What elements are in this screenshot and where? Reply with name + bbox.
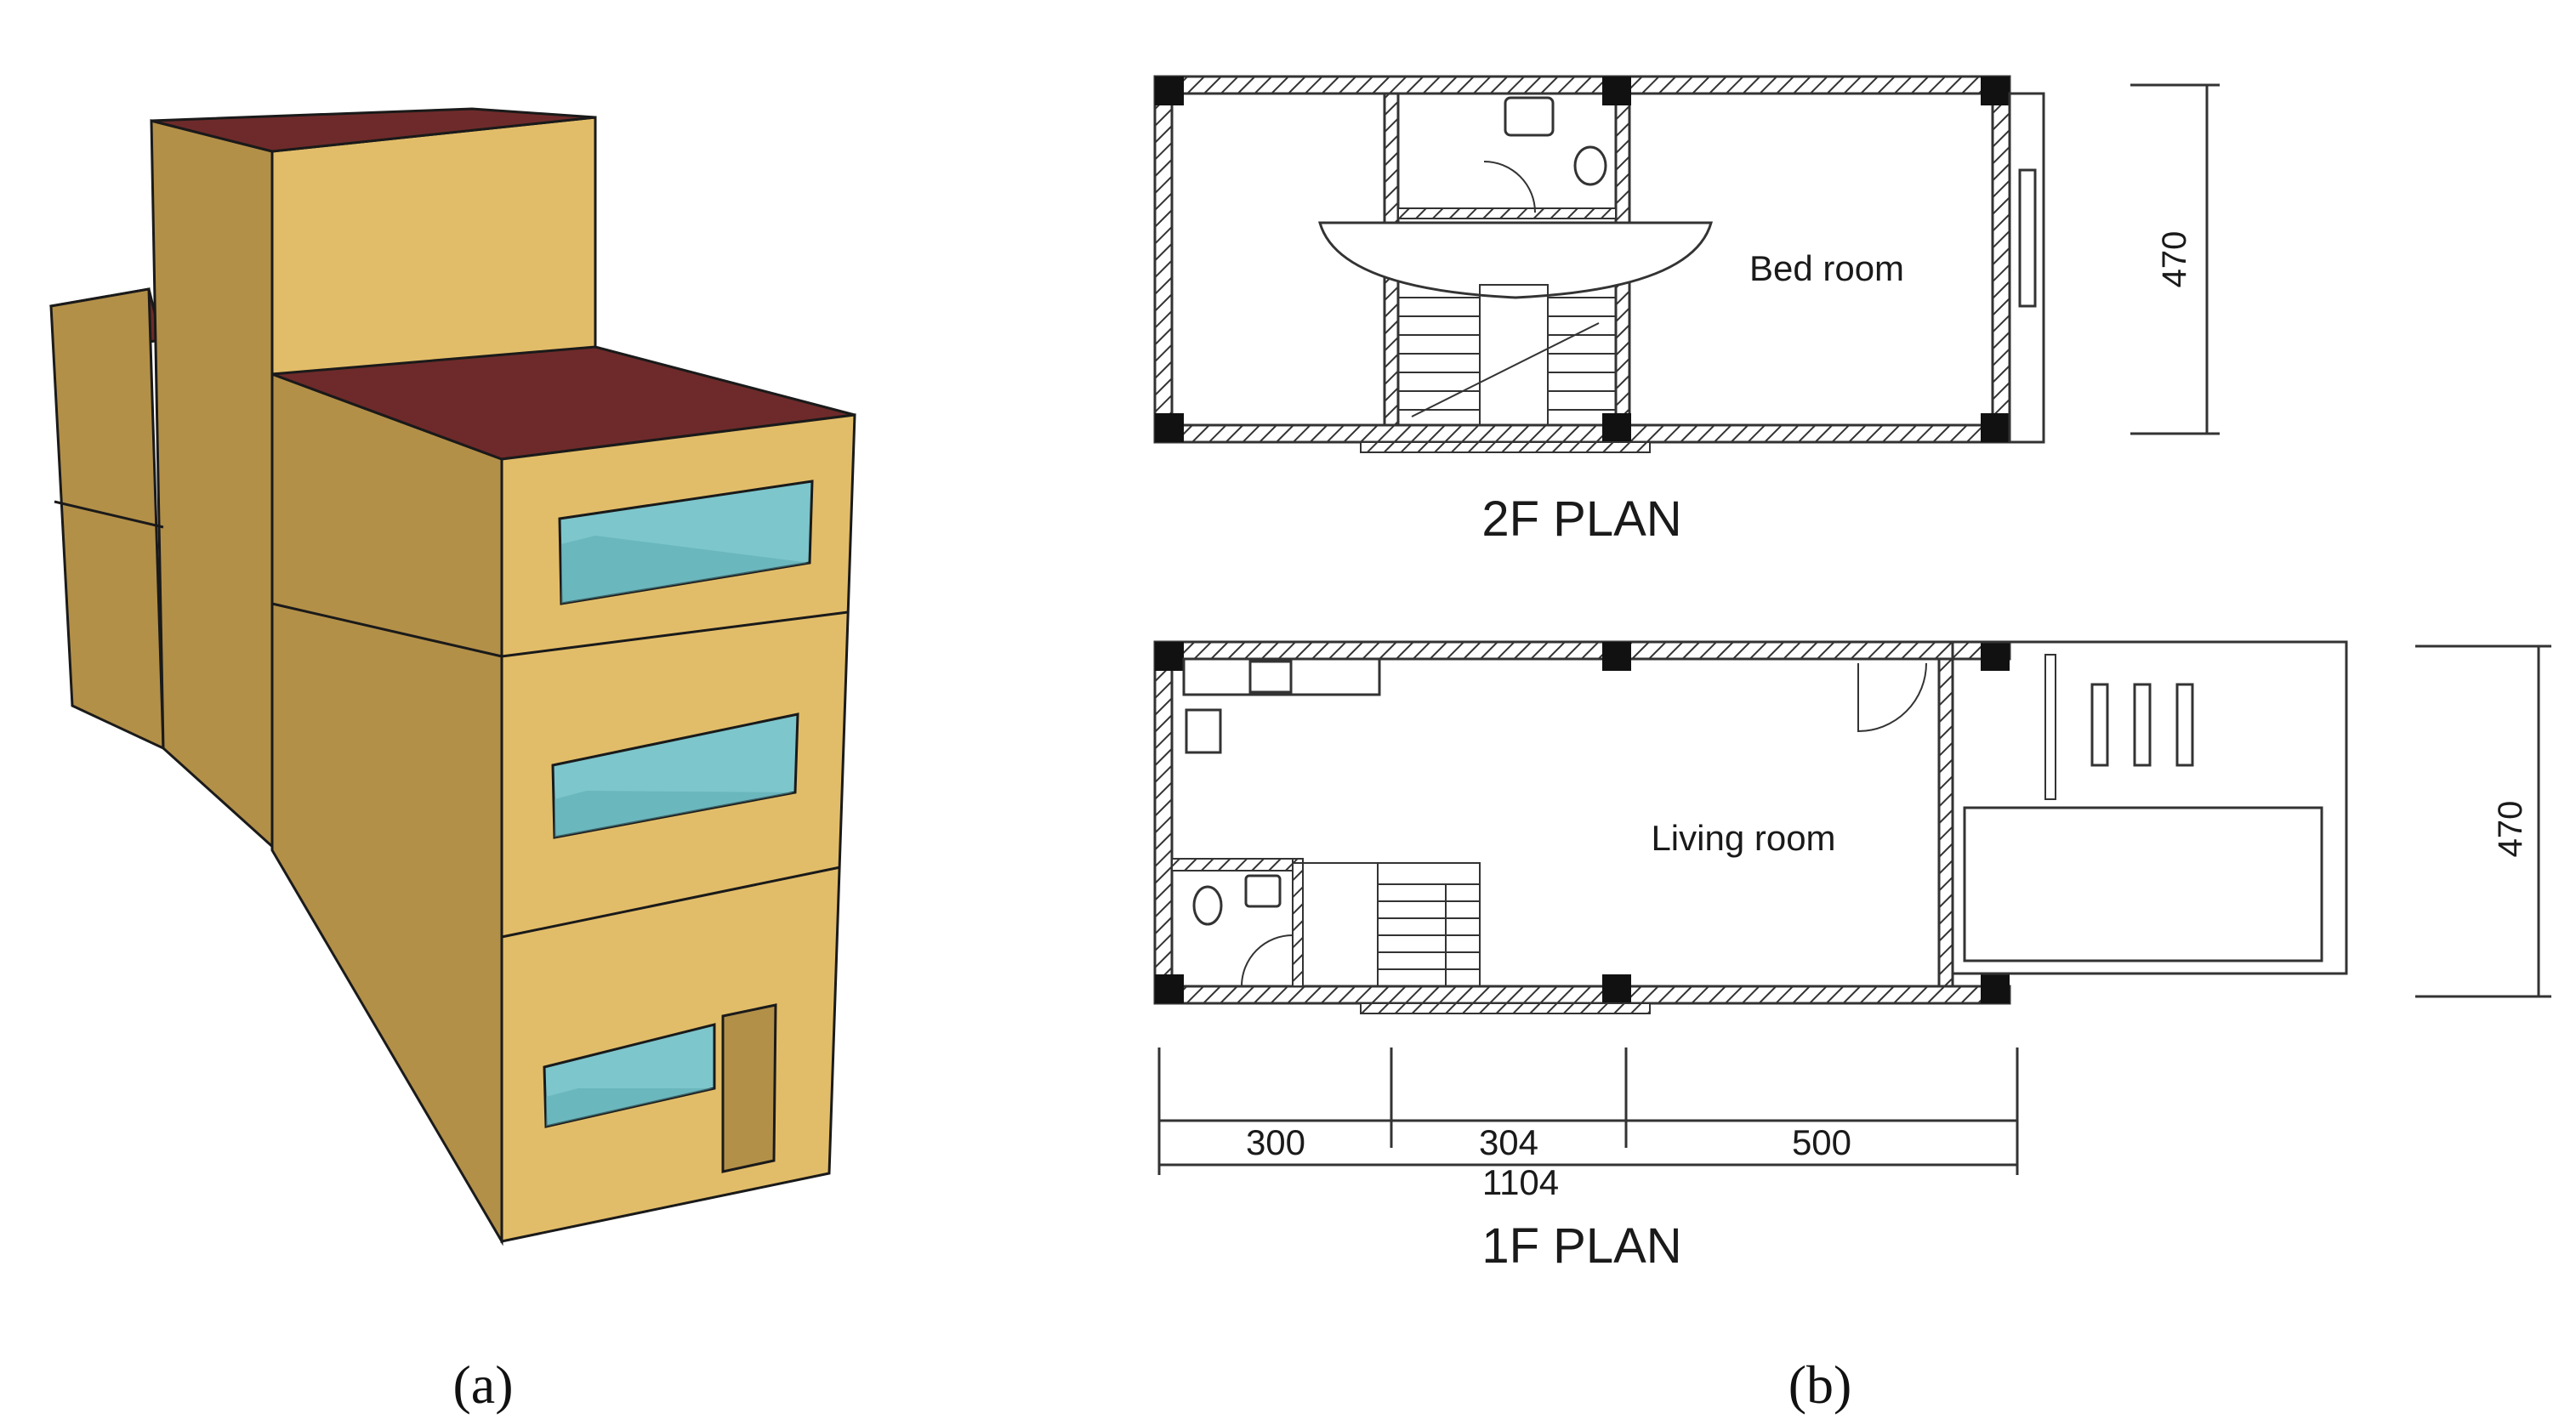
plan-1f-column	[1981, 642, 2010, 671]
plan-1f-sink-icon	[1185, 708, 1222, 754]
window-1f-inner	[546, 1088, 714, 1127]
plan-1f-column	[1155, 974, 1184, 1003]
plan-2f: Bed room 2F PLAN 470	[1153, 75, 2220, 547]
plan-2f-column	[1981, 413, 2010, 442]
floor-line-left-upper	[271, 602, 503, 658]
plan-2f-top-wall	[1153, 75, 2011, 95]
main-block-left-face	[270, 372, 503, 1246]
plan-1f-column	[1155, 642, 1184, 671]
plan-2f-void-opening	[1318, 221, 1713, 299]
plan-2f-left-wall	[1153, 75, 1174, 444]
plan-1f-vent-slot	[2175, 683, 2194, 767]
plan-1f-stairs	[1293, 862, 1481, 987]
tower-left-face	[150, 119, 278, 854]
plan-1f-column	[1981, 974, 2010, 1003]
plan-2f-stairs	[1398, 284, 1616, 426]
plan-1f-vent-slot	[2133, 683, 2152, 767]
floor-line-upper	[501, 610, 849, 658]
plan-2f-depth-dim: 470	[2156, 231, 2193, 288]
floor-line-back	[54, 500, 164, 529]
plan-2f-room-label: Bed room	[1749, 248, 1904, 288]
back-block-wall	[49, 287, 165, 751]
plan-2f-balcony-planter	[2018, 168, 2037, 308]
plan-2f-balcony-rail	[2008, 92, 2045, 444]
plan-1f-vent-slot	[2090, 683, 2109, 767]
plan-1f-toilet-icon	[1192, 885, 1223, 926]
plan-1f-depth-dim: 470	[2492, 801, 2529, 858]
plan-1f-wc-wall	[1171, 858, 1300, 871]
plan-2f-column	[1602, 413, 1631, 442]
plan-1f-entrance-door-swing	[1857, 662, 1927, 733]
tower-roof	[151, 107, 596, 153]
floor-line-lower	[501, 866, 841, 939]
plan-2f-column	[1602, 77, 1631, 105]
plan-1f-car-space	[1963, 806, 2323, 962]
window-3f-inner	[561, 536, 810, 604]
building-3d-model	[49, 107, 856, 1246]
plan-2f-column	[1981, 77, 2010, 105]
plan-2f-basin-icon	[1504, 96, 1555, 137]
front-door	[721, 1003, 777, 1173]
plan-2f-column	[1155, 77, 1184, 105]
plan-1f-title: 1F PLAN	[1481, 1218, 1681, 1274]
plan-2f-door-swing	[1483, 161, 1536, 213]
plan-1f: Living room 470 300 304 500 1104 1F PLAN	[1153, 640, 2551, 1274]
plan-1f-wc-side-wall	[1292, 858, 1304, 987]
plan-2f-title: 2F PLAN	[1481, 491, 1681, 547]
plan-1f-top-wall	[1153, 640, 2011, 661]
plan-1f-yard-divider	[2044, 654, 2056, 800]
plan-1f-bottom-wall	[1153, 985, 2011, 1005]
plan-1f-dim-chain	[1157, 1047, 2019, 1175]
plan-1f-kitchen-counter	[1182, 657, 1381, 696]
plan-1f-left-wall	[1153, 640, 1174, 1005]
plan-2f-threshold	[1360, 441, 1651, 453]
plan-1f-basin-icon	[1244, 874, 1282, 908]
plan-1f-front-wall	[1937, 657, 1954, 988]
plan-2f-column	[1155, 413, 1184, 442]
plan-1f-front-yard	[1951, 640, 2348, 975]
tower-front-face	[270, 116, 597, 376]
plan-1f-room-label: Living room	[1651, 818, 1835, 858]
plan-1f-segment-3: 500	[1792, 1122, 1851, 1162]
panel-label-a: (a)	[452, 1354, 513, 1415]
panel-label-b: (b)	[1788, 1354, 1852, 1415]
window-2f-inner	[554, 791, 795, 837]
plan-1f-column	[1602, 974, 1631, 1003]
plan-2f-wc-wall	[1397, 207, 1617, 219]
plan-2f-bottom-wall	[1153, 423, 2011, 444]
plan-1f-total-dim: 1104	[1482, 1162, 1559, 1202]
plan-1f-wc-door-swing	[1241, 934, 1294, 987]
plan-1f-threshold	[1360, 1002, 1651, 1014]
plan-2f-toilet-icon	[1573, 145, 1607, 186]
plan-1f-segment-1: 300	[1246, 1122, 1305, 1162]
plan-2f-right-wall	[1991, 75, 2011, 444]
plan-1f-column	[1602, 642, 1631, 671]
plan-1f-stove-icon	[1248, 660, 1293, 694]
plan-1f-segment-2: 304	[1479, 1122, 1538, 1162]
